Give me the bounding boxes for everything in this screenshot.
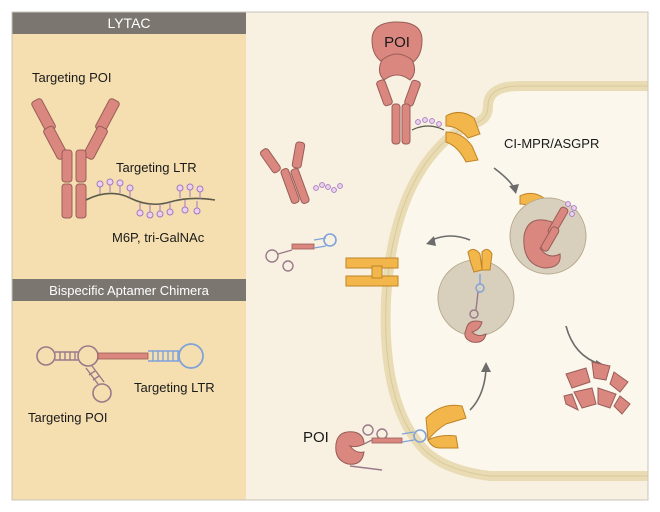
receptor-membrane	[445, 112, 481, 163]
lytac-glycan-chain	[85, 178, 216, 219]
free-aptamer	[265, 233, 337, 272]
lytac-targeting-poi-label: Targeting POI	[32, 70, 112, 85]
aptamer-targeting-ltr-label: Targeting LTR	[134, 380, 215, 395]
figure-border	[11, 11, 649, 501]
lytac-bound-antibody	[376, 79, 445, 145]
arrow-endocytosis	[469, 369, 487, 411]
poi-bottom-complex	[335, 424, 427, 471]
receptor-label: CI-MPR/ASGPR	[504, 136, 599, 151]
poi-top-protein	[371, 21, 423, 81]
lytac-ligands-label: M6P, tri-GalNAc	[112, 230, 205, 245]
lytac-header: LYTAC	[107, 15, 150, 31]
arrow-recycle	[431, 235, 471, 241]
free-lytac-antibody	[259, 141, 343, 204]
left-panel-background	[12, 12, 246, 500]
aptamer-header: Bispecific Aptamer Chimera	[49, 283, 209, 298]
endosome-upper-complex	[523, 201, 577, 269]
left-panel: LYTAC Targeting POI Targeting LTR	[12, 12, 246, 500]
right-panel: POI CI-MPR/ASGPR	[246, 12, 648, 500]
endosome-mid-complex	[464, 248, 493, 343]
aptamer-chimera	[36, 343, 204, 403]
aptamer-header-bar	[12, 279, 246, 301]
poi-top-label: POI	[384, 34, 410, 51]
lytac-header-bar	[12, 12, 246, 34]
degraded-poi	[563, 361, 631, 415]
receptor-bottom	[425, 404, 467, 449]
lytac-antibody	[31, 98, 120, 219]
receptor-free-mid	[345, 257, 399, 287]
lytac-targeting-ltr-label: Targeting LTR	[116, 160, 197, 175]
aptamer-targeting-poi-label: Targeting POI	[28, 410, 108, 425]
poi-bottom-label: POI	[303, 429, 329, 446]
